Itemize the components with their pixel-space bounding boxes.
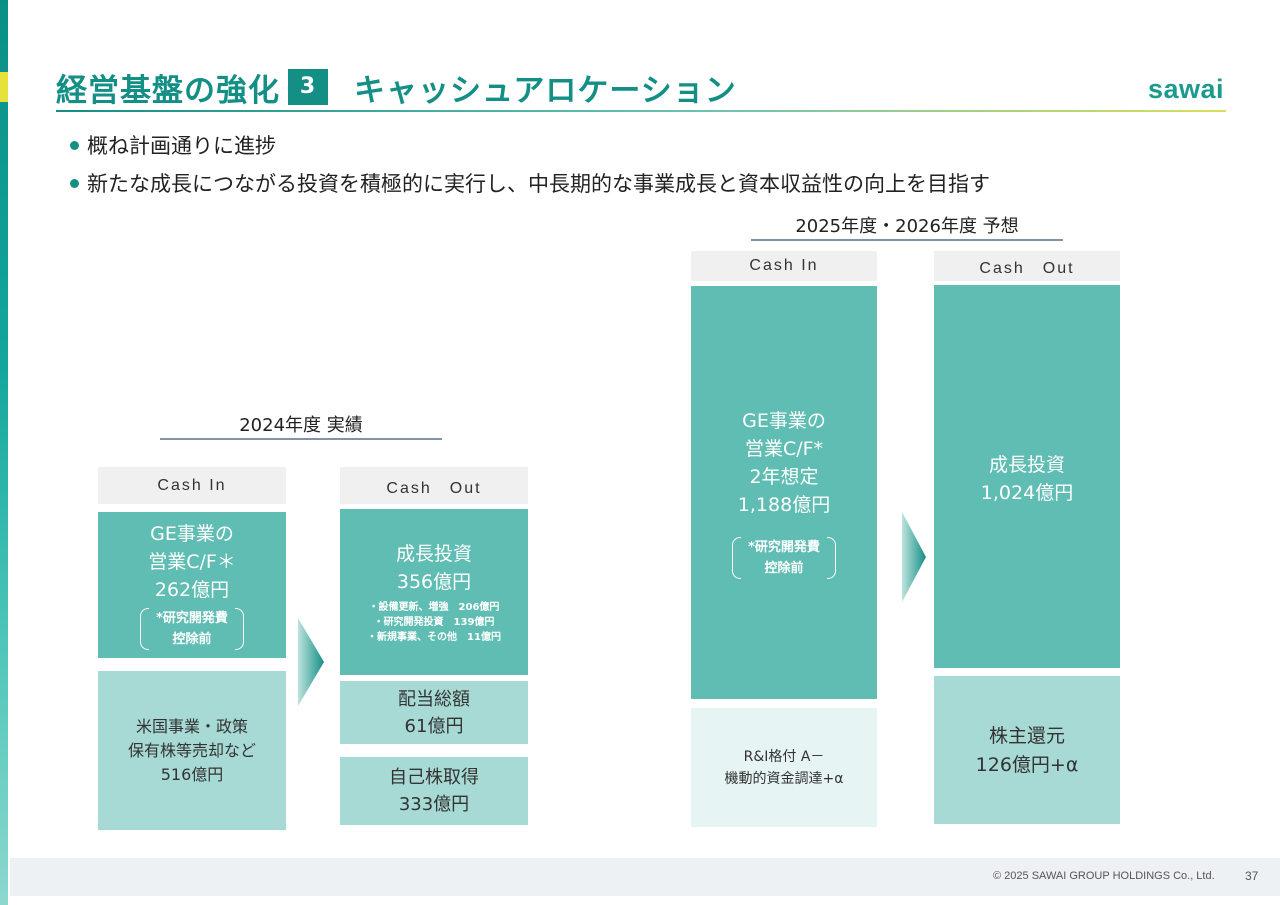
- actual-section-label: 2024年度 実績: [239, 415, 363, 436]
- forecast-section-label: 2025年度・2026年度 予想: [795, 216, 1019, 237]
- box-amount: 1,188億円: [737, 493, 831, 516]
- footer-bar: [10, 858, 1280, 896]
- bullet-item-2: 新たな成長につながる投資を積極的に実行し、中長期的な事業成長と資本収益性の向上を…: [70, 168, 990, 198]
- page-number: 37: [1245, 869, 1259, 883]
- box-line: 成長投資: [988, 454, 1065, 476]
- bullet-dot-icon: [70, 178, 79, 188]
- bullet-item-1: 概ね計画通りに進捗: [70, 130, 276, 160]
- forecast-cash-out-header: Cash Out: [934, 251, 1120, 281]
- actual-flow-arrow-icon: [298, 618, 324, 706]
- forecast-rating-funding-box: R&I格付 A－ 機動的資金調達+α: [691, 708, 877, 827]
- sawai-logo: sawai: [1148, 74, 1225, 104]
- title-text: 経営基盤の強化: [56, 72, 280, 109]
- box-line: 保有株等売却など: [127, 740, 256, 760]
- box-amount: 61億円: [404, 715, 464, 737]
- bullet-text: 新たな成長につながる投資を積極的に実行し、中長期的な事業成長と資本収益性の向上を…: [87, 172, 990, 196]
- box-line: GE事業の: [150, 523, 234, 545]
- box-amount: 333億円: [398, 794, 470, 815]
- forecast-ge-operating-cf-box: GE事業の 営業C/F* 2年想定 1,188億円 *研究開発費 控除前: [691, 286, 877, 699]
- note-line: *研究開発費: [156, 611, 228, 626]
- bullet-text: 概ね計画通りに進捗: [87, 134, 276, 158]
- copyright-text: © 2025 SAWAI GROUP HOLDINGS Co., Ltd.: [993, 870, 1215, 882]
- title-underline: [56, 110, 1226, 112]
- note-line: 控除前: [172, 632, 212, 647]
- detail-line: ・新規事業、その他 11億円: [367, 631, 501, 643]
- box-line: 営業C/F＊: [148, 551, 236, 573]
- forecast-flow-arrow-icon: [902, 512, 926, 602]
- box-amount: 356億円: [396, 570, 472, 593]
- box-line: 自己株取得: [389, 767, 479, 788]
- actual-buyback-box: 自己株取得 333億円: [340, 757, 528, 825]
- actual-other-sources-box: 米国事業・政策 保有株等売却など 516億円: [98, 671, 286, 830]
- box-line: 成長投資: [395, 542, 472, 565]
- box-line: 株主還元: [988, 725, 1065, 747]
- box-amount: 516億円: [160, 764, 224, 784]
- forecast-shareholder-return-box: 株主還元 126億円+α: [934, 676, 1120, 824]
- box-amount: 262億円: [154, 579, 230, 601]
- rd-note-bracket: *研究開発費 控除前: [732, 536, 836, 579]
- left-accent-stripe: [0, 0, 8, 905]
- rd-note-bracket: *研究開発費 控除前: [140, 608, 244, 650]
- left-accent-highlight: [0, 72, 8, 102]
- box-line: R&I格付 A－: [743, 748, 825, 765]
- forecast-section-rule: [751, 239, 1063, 241]
- section-number-badge: 3: [288, 69, 328, 105]
- box-line: 米国事業・政策: [135, 716, 248, 736]
- bullet-dot-icon: [70, 140, 79, 150]
- note-line: *研究開発費: [748, 539, 820, 555]
- forecast-growth-investment-box: 成長投資 1,024億円: [934, 285, 1120, 668]
- note-line: 控除前: [764, 560, 804, 576]
- title-subtitle: キャッシュアロケーション: [354, 72, 737, 109]
- actual-cash-out-header: Cash Out: [340, 467, 528, 504]
- box-line: 機動的資金調達+α: [724, 770, 844, 787]
- box-amount: 1,024億円: [980, 482, 1074, 504]
- forecast-cash-in-header: Cash In: [691, 251, 877, 281]
- page-title: 経営基盤の強化 3 キャッシュアロケーション: [56, 66, 737, 109]
- detail-line: ・研究開発投資 139億円: [373, 616, 495, 628]
- actual-dividend-box: 配当総額 61億円: [340, 681, 528, 744]
- actual-growth-investment-box: 成長投資 356億円 ・設備更新、増強 206億円 ・研究開発投資 139億円 …: [340, 509, 528, 675]
- box-line: GE事業の: [742, 409, 826, 432]
- box-line: 営業C/F*: [744, 437, 824, 460]
- actual-ge-operating-cf-box: GE事業の 営業C/F＊ 262億円 *研究開発費 控除前: [98, 512, 286, 658]
- actual-cash-in-header: Cash In: [98, 467, 286, 504]
- actual-section-rule: [160, 438, 442, 440]
- box-line: 2年想定: [749, 465, 819, 488]
- box-amount: 126億円+α: [975, 754, 1079, 776]
- detail-line: ・設備更新、増強 206億円: [368, 601, 500, 613]
- box-line: 配当総額: [398, 688, 470, 710]
